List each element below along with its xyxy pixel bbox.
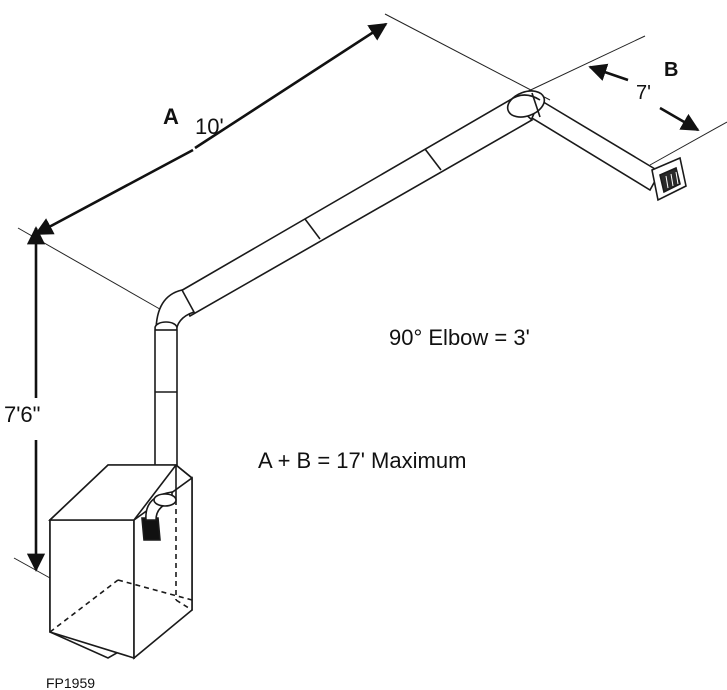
termination-grille <box>659 166 681 194</box>
elbow-top-seam <box>531 92 541 118</box>
label-figure-code: FP1959 <box>46 675 95 690</box>
appliance-flue-ring <box>153 493 177 507</box>
dimension-arrow-b-upper <box>588 63 629 82</box>
pipe-a-joint-1 <box>304 218 321 240</box>
appliance-flue-opening <box>141 517 161 541</box>
label-a-letter: A <box>163 104 179 129</box>
appliance-hidden-edges <box>49 500 193 633</box>
label-b-letter: B <box>664 59 678 81</box>
dimension-arrow-a-upper <box>194 22 388 150</box>
extension-line-right-b <box>649 121 727 166</box>
horizontal-pipe-b <box>530 98 662 192</box>
termination-slot-1 <box>665 175 669 189</box>
label-b-length: 7' <box>636 82 651 104</box>
elbow-top <box>506 90 546 118</box>
appliance-top-edge <box>175 464 193 479</box>
pipe-a-body <box>177 99 534 318</box>
extension-line-left-a <box>17 227 166 313</box>
extension-line-bottom-height <box>13 557 51 579</box>
dimension-arrows <box>26 22 700 572</box>
label-vertical-height: 7'6" <box>4 402 40 427</box>
dimension-arrow-b-lower <box>659 106 700 132</box>
termination-slot-2 <box>670 173 674 187</box>
pipe-a-joint-2 <box>424 148 442 171</box>
pipe-b-body <box>530 98 662 192</box>
extension-line-top-b <box>519 35 646 96</box>
termination-slot-3 <box>675 171 679 185</box>
horizontal-pipe-a <box>177 99 534 318</box>
appliance-box <box>47 464 193 660</box>
elbow-top-curve <box>509 94 541 101</box>
label-max-rule: A + B = 17' Maximum <box>258 448 466 473</box>
label-a-length: 10' <box>195 114 224 139</box>
dimension-arrow-a-lower <box>34 148 194 236</box>
termination-cap <box>651 156 687 202</box>
extension-line-top-a <box>384 13 551 101</box>
label-elbow-rule: 90° Elbow = 3' <box>389 325 530 350</box>
